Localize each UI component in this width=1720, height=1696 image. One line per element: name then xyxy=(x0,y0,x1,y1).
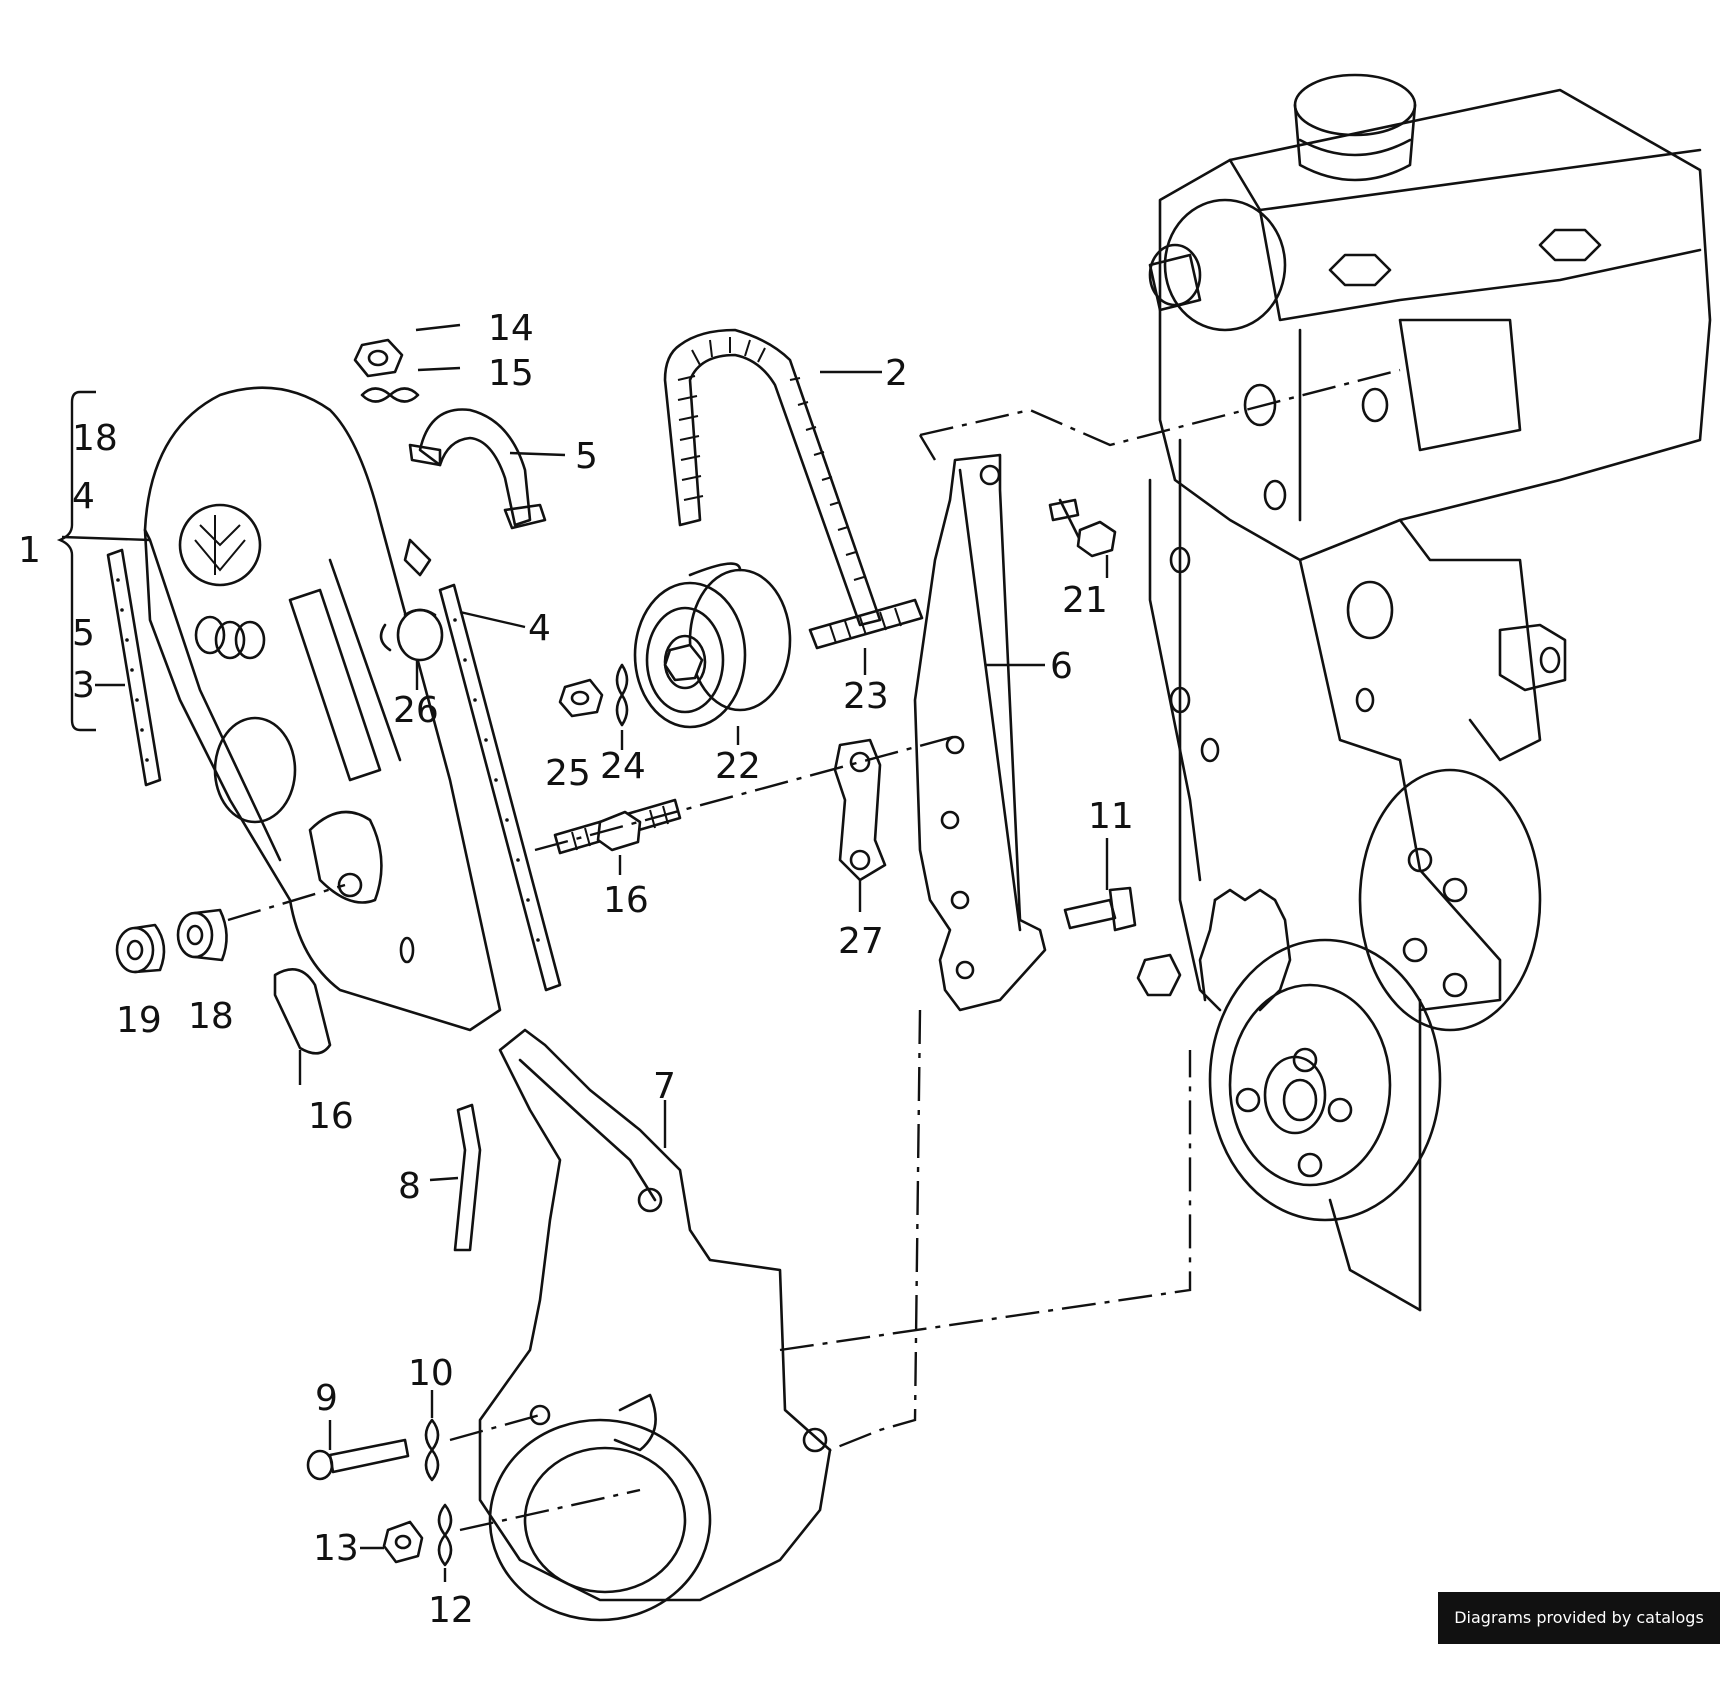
callout-18-top: 18 xyxy=(72,418,118,459)
callout-23: 23 xyxy=(843,676,889,717)
callout-13: 13 xyxy=(313,1528,359,1569)
callout-17: 16 xyxy=(603,880,649,921)
washer-24 xyxy=(615,663,629,727)
callout-2: 2 xyxy=(885,353,908,394)
nut-25 xyxy=(558,678,604,718)
callout-5-left: 5 xyxy=(72,613,95,654)
callout-3: 3 xyxy=(72,665,95,706)
washer-12 xyxy=(437,1503,453,1567)
callout-24: 24 xyxy=(600,746,646,787)
callout-9: 9 xyxy=(315,1378,338,1419)
callout-6: 6 xyxy=(1050,646,1073,687)
timing-belt xyxy=(663,328,882,627)
callout-27: 27 xyxy=(838,921,884,962)
washer-15 xyxy=(360,387,420,403)
lower-cover-7 xyxy=(478,1028,832,1622)
callout-15: 15 xyxy=(488,353,534,394)
nut-14 xyxy=(353,338,404,378)
seal-8 xyxy=(453,1103,482,1252)
bolt-19 xyxy=(115,923,166,974)
tensioner-pulley xyxy=(633,562,792,729)
callout-11: 11 xyxy=(1088,796,1134,837)
engine-block xyxy=(1136,73,1712,1312)
stud-23 xyxy=(808,598,924,650)
callout-5: 5 xyxy=(575,436,598,477)
callout-18: 18 xyxy=(188,996,234,1037)
callout-labels: 18 4 1 5 3 14 15 2 5 4 26 21 23 6 25 24 … xyxy=(18,308,1134,1631)
callout-4-left: 4 xyxy=(72,476,95,517)
callout-26: 26 xyxy=(393,690,439,731)
nut-13 xyxy=(382,1520,424,1564)
bracket-27 xyxy=(833,738,887,882)
diagram-credit-badge: Diagrams provided by catalogs parts xyxy=(1438,1592,1720,1679)
callout-12: 12 xyxy=(428,1590,474,1631)
upper-timing-belt-cover xyxy=(143,386,502,1032)
callout-19: 19 xyxy=(116,1000,162,1041)
callout-21: 21 xyxy=(1062,580,1108,621)
seal-strips xyxy=(106,548,562,992)
callout-10: 10 xyxy=(408,1353,454,1394)
grommet-26 xyxy=(379,608,444,662)
stud-17 xyxy=(553,798,682,855)
assembly-lines xyxy=(227,368,1401,1532)
washer-10 xyxy=(424,1418,440,1482)
bolt-11 xyxy=(1063,886,1137,932)
callout-16: 16 xyxy=(308,1096,354,1137)
callout-8: 8 xyxy=(398,1166,421,1207)
callout-7: 7 xyxy=(653,1066,676,1107)
pad-16 xyxy=(273,968,332,1055)
callout-25: 25 xyxy=(545,753,591,794)
callout-22: 22 xyxy=(715,746,761,787)
bolt-21 xyxy=(1048,498,1117,558)
callout-1: 1 xyxy=(18,530,41,571)
curved-seal xyxy=(408,408,547,530)
bolt-9 xyxy=(306,1438,410,1481)
callout-14: 14 xyxy=(488,308,534,349)
exploded-parts-diagram: 18 4 1 5 3 14 15 2 5 4 26 21 23 6 25 24 … xyxy=(18,73,1712,1631)
spacer-18 xyxy=(176,908,228,962)
leader-lines xyxy=(61,323,1109,1582)
callout-4: 4 xyxy=(528,608,551,649)
rear-cover-6 xyxy=(913,453,1047,1012)
